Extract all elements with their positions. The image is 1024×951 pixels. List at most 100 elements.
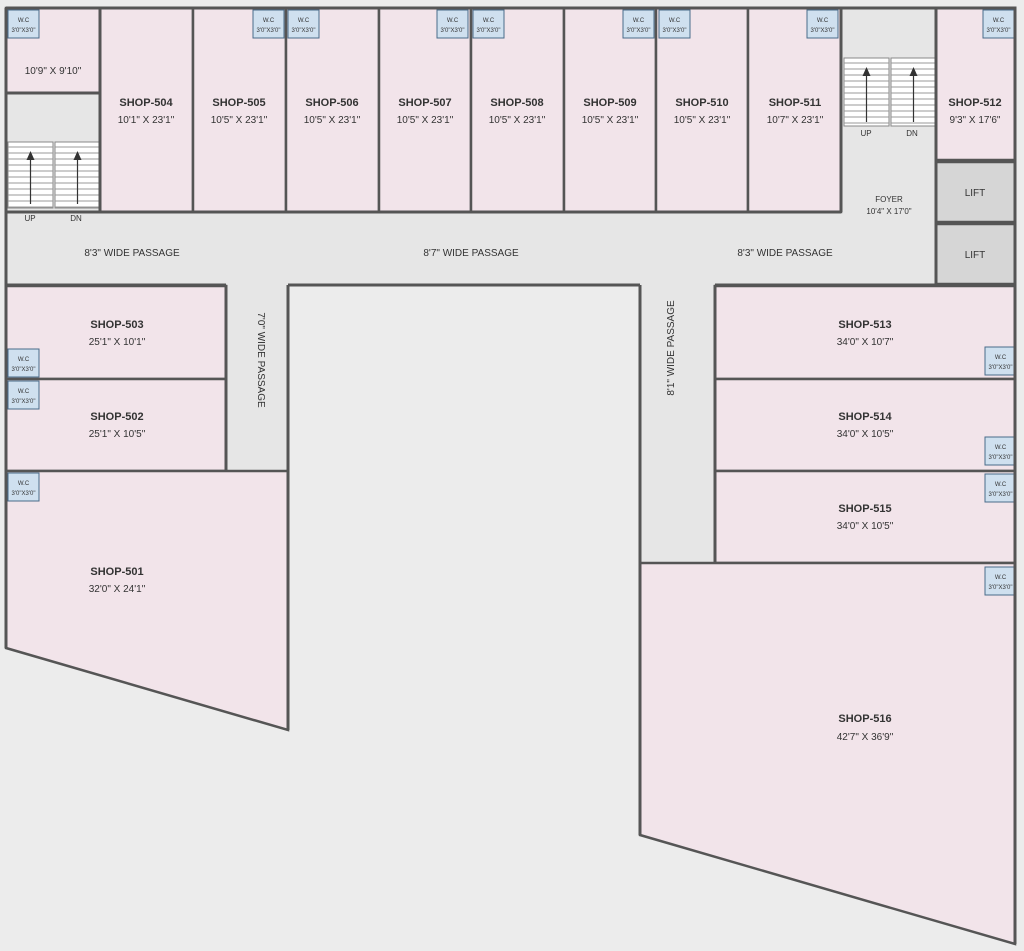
shop-511[interactable]	[746, 6, 843, 214]
shop-503[interactable]	[4, 284, 228, 381]
shop-511-dim: 10'7" X 23'1"	[767, 115, 824, 126]
wc-block: W.C 3'0"X3'0"	[287, 9, 320, 39]
shop-506-name: SHOP-506	[305, 97, 358, 109]
shop-515[interactable]	[713, 469, 1017, 565]
wc-blocks: W.C 3'0"X3'0" W.C 3'0"X3'0" W.C 3'0"X3'0" W.C 3…	[7, 9, 1017, 596]
walls	[4, 6, 1017, 944]
shop-502-name: SHOP-502	[90, 411, 143, 423]
shop-506-dim: 10'5" X 23'1"	[304, 115, 361, 126]
wc-block: W.C 3'0"X3'0"	[982, 9, 1015, 39]
wc-label: W.C	[995, 445, 1007, 451]
shop-504-name: SHOP-504	[119, 97, 173, 109]
stair-left-up-label: UP	[24, 214, 35, 223]
wc-dim: 3'0"X3'0"	[477, 28, 501, 34]
wc-block: W.C3'0"X3'0"	[7, 348, 40, 378]
wc-label: W.C	[18, 357, 30, 363]
shop-515-dim: 34'0" X 10'5"	[837, 521, 894, 532]
wc-dim: 3'0"X3'0"	[989, 585, 1013, 591]
shop-510[interactable]	[654, 6, 750, 214]
passage-middle-label: 8'7" WIDE PASSAGE	[423, 248, 519, 259]
shop-509-name: SHOP-509	[583, 97, 636, 109]
shop-512-dim: 9'3" X 17'6"	[950, 115, 1001, 126]
wc-label: W.C	[995, 575, 1007, 581]
shop-506[interactable]	[284, 6, 381, 214]
wc-dim: 3'0"X3'0"	[811, 28, 835, 34]
shop-508-name: SHOP-508	[490, 97, 543, 109]
wc-dim: 3'0"X3'0"	[292, 28, 316, 34]
shop-516-dim: 42'7" X 36'9"	[837, 732, 894, 743]
main-passage	[6, 212, 1015, 285]
shop-514-dim: 34'0" X 10'5"	[837, 429, 894, 440]
shop-501-name: SHOP-501	[90, 566, 143, 578]
shop-513[interactable]	[713, 284, 1017, 381]
wall	[6, 6, 1017, 944]
shop-516-name: SHOP-516	[838, 713, 891, 725]
wc-dim: 3'0"X3'0"	[989, 492, 1013, 498]
right-shops	[638, 284, 1017, 946]
shop-502[interactable]	[4, 377, 228, 473]
shop-503-dim: 25'1" X 10'1"	[89, 337, 146, 348]
shop-507-dim: 10'5" X 23'1"	[397, 115, 454, 126]
shop-516[interactable]	[638, 561, 1017, 946]
wc-label: W.C	[995, 482, 1007, 488]
labels: 10'9" X 9'10" SHOP-504 10'1" X 23'1" SHO…	[24, 66, 1001, 743]
wc-block: W.C 3'0"X3'0"	[984, 566, 1017, 596]
wc-block: W.C 3'0"X3'0"	[658, 9, 691, 39]
lift-2[interactable]	[934, 222, 1017, 286]
shop-510-name: SHOP-510	[675, 97, 728, 109]
shop-508-dim: 10'5" X 23'1"	[489, 115, 546, 126]
corner-room-dim: 10'9" X 9'10"	[25, 66, 82, 77]
shop-509[interactable]	[562, 6, 658, 214]
shop-508[interactable]	[469, 6, 566, 214]
shop-507[interactable]	[377, 6, 473, 214]
wc-label: W.C	[669, 18, 681, 24]
lifts	[934, 160, 1017, 286]
wc-dim: 3'0"X3'0"	[12, 28, 36, 34]
wc-block: W.C 3'0"X3'0"	[806, 9, 839, 39]
foyer-dim: 10'4" X 17'0"	[866, 207, 911, 216]
shop-510-dim: 10'5" X 23'1"	[674, 115, 731, 126]
wc-block: W.C3'0"X3'0"	[436, 9, 469, 39]
shop-509-dim: 10'5" X 23'1"	[582, 115, 639, 126]
wc-dim: 3'0"X3'0"	[989, 455, 1013, 461]
left-shops	[4, 284, 290, 732]
wc-label: W.C	[993, 18, 1005, 24]
lift-1-label: LIFT	[965, 188, 986, 199]
wc-label: W.C	[263, 18, 275, 24]
wc-block: W.C 3'0"X3'0"	[984, 436, 1017, 466]
passage-vertical-right-label: 8'1" WIDE PASSAGE	[666, 300, 677, 396]
foyer-label: FOYER	[875, 195, 903, 204]
stair-right-up-label: UP	[860, 129, 871, 138]
wc-block: W.C 3'0"X3'0"	[472, 9, 505, 39]
top-row-shops	[4, 6, 1017, 214]
passage-left-label: 8'3" WIDE PASSAGE	[84, 248, 180, 259]
wc-dim: 3'0"X3'0"	[12, 491, 36, 497]
shop-515-name: SHOP-515	[838, 503, 891, 515]
shop-502-dim: 25'1" X 10'5"	[89, 429, 146, 440]
wc-label: W.C	[483, 18, 495, 24]
stair-left-dn-label: DN	[70, 214, 82, 223]
stair-right-up-icon	[843, 57, 890, 127]
stairs	[7, 57, 937, 209]
wc-label: W.C	[817, 18, 829, 24]
wc-dim: 3'0"X3'0"	[987, 28, 1011, 34]
vertical-passage-left	[226, 285, 288, 471]
wc-block: W.C3'0"X3'0"	[7, 472, 40, 502]
shop-504[interactable]	[98, 6, 195, 214]
wc-block: W.C 3'0"X3'0"	[622, 9, 655, 39]
shop-514-name: SHOP-514	[838, 411, 892, 423]
wc-dim: 3'0"X3'0"	[12, 399, 36, 405]
wc-label: W.C	[298, 18, 310, 24]
lift-2-label: LIFT	[965, 250, 986, 261]
shop-503-name: SHOP-503	[90, 319, 143, 331]
shop-514[interactable]	[713, 377, 1017, 473]
shop-511-name: SHOP-511	[769, 97, 822, 109]
wc-dim: 3'0"X3'0"	[663, 28, 687, 34]
shop-505-name: SHOP-505	[212, 97, 265, 109]
shop-501-dim: 32'0" X 24'1"	[89, 584, 146, 595]
stair-left-dn-icon	[54, 141, 101, 209]
wc-dim: 3'0"X3'0"	[627, 28, 651, 34]
wc-label: W.C	[633, 18, 645, 24]
shop-505[interactable]	[191, 6, 288, 214]
shop-501[interactable]	[4, 469, 290, 732]
